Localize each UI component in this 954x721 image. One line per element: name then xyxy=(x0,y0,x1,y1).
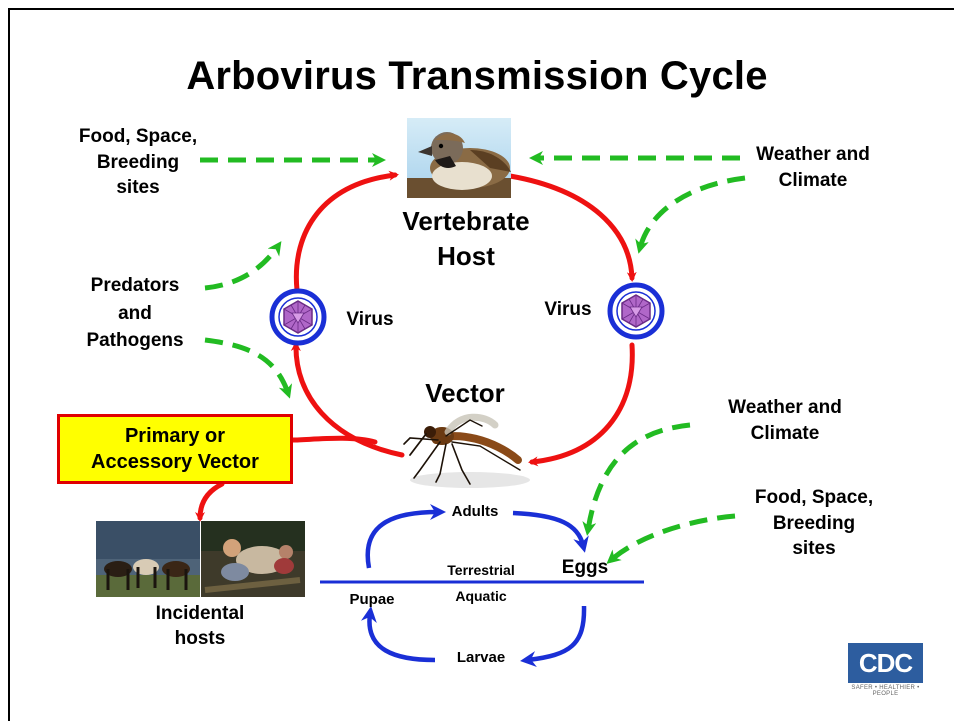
incidental-hosts-line-2: hosts xyxy=(130,627,270,652)
vertebrate-host-line-1: Vertebrate xyxy=(378,204,554,239)
arrow-larvae-to-pupae xyxy=(369,614,435,660)
incidental-hosts-label: Incidental hosts xyxy=(130,602,270,651)
arrow-eggs-to-larvae xyxy=(528,606,584,660)
factor-predators-line-2: and xyxy=(64,300,206,328)
arrow-weather-to-virus xyxy=(640,178,745,248)
arrow-food-to-eggs xyxy=(611,516,735,560)
factor-food-top-left-line-1: Food, Space, xyxy=(50,124,226,150)
vertebrate-host-line-2: Host xyxy=(378,239,554,274)
mosquito-illustration xyxy=(404,417,530,488)
aquatic-label: Aquatic xyxy=(433,587,529,605)
virus-label-left: Virus xyxy=(335,308,405,333)
pupae-label: Pupae xyxy=(337,590,407,610)
arrow-vector-to-callout xyxy=(293,438,375,442)
terrestrial-label: Terrestrial xyxy=(433,561,529,579)
people-photo xyxy=(201,521,305,597)
factor-food-bottom-right: Food, Space, Breeding sites xyxy=(726,485,902,562)
factor-food-top-left: Food, Space, Breeding sites xyxy=(50,124,226,201)
arrow-pupae-to-adults xyxy=(368,512,438,568)
virus-icon xyxy=(272,291,324,343)
arrow-callout-to-incidental xyxy=(200,484,222,518)
factor-weather-top-right: Weather and Climate xyxy=(733,142,893,193)
incidental-hosts-line-1: Incidental xyxy=(130,602,270,627)
factor-weather-top-right-line-2: Climate xyxy=(733,168,893,194)
diagram-title: Arbovirus Transmission Cycle xyxy=(0,52,954,100)
vector-label: Vector xyxy=(405,376,525,411)
factor-predators-line-3: Pathogens xyxy=(64,327,206,355)
eggs-label: Eggs xyxy=(555,556,615,581)
callout-line-1: Primary or xyxy=(125,423,225,449)
factor-food-bottom-right-line-1: Food, Space, xyxy=(726,485,902,511)
cdc-logo: CDC SAFER • HEALTHIER • PEOPLE xyxy=(848,643,923,693)
factor-predators: Predators and Pathogens xyxy=(64,272,206,355)
cdc-logo-text: CDC xyxy=(848,643,923,683)
arrow-predators-to-upper xyxy=(205,246,278,288)
factor-food-top-left-line-3: sites xyxy=(50,175,226,201)
callout-line-2: Accessory Vector xyxy=(91,449,259,475)
blue-lifecycle-arrows xyxy=(368,512,584,660)
factor-weather-mid-right: Weather and Climate xyxy=(705,395,865,446)
virus-icon xyxy=(610,285,662,337)
arrow-virus-to-vector xyxy=(532,345,632,462)
factor-weather-top-right-line-1: Weather and xyxy=(733,142,893,168)
sparrow-photo xyxy=(407,118,511,198)
cdc-logo-tagline: SAFER • HEALTHIER • PEOPLE xyxy=(848,685,923,697)
arrow-pathogens-to-lower xyxy=(205,340,288,393)
arrow-weather-to-eggs xyxy=(588,425,690,530)
arrow-adults-to-eggs xyxy=(513,513,583,545)
horses-photo xyxy=(96,521,200,597)
factor-weather-mid-right-line-2: Climate xyxy=(705,421,865,447)
vertebrate-host-label: Vertebrate Host xyxy=(378,204,554,274)
factor-food-bottom-right-line-2: Breeding xyxy=(726,511,902,537)
factor-weather-mid-right-line-1: Weather and xyxy=(705,395,865,421)
factor-food-top-left-line-2: Breeding xyxy=(50,150,226,176)
primary-accessory-vector-callout: Primary or Accessory Vector xyxy=(57,414,293,484)
virus-label-right: Virus xyxy=(533,298,603,323)
factor-predators-line-1: Predators xyxy=(64,272,206,300)
adults-label: Adults xyxy=(437,502,513,522)
factor-food-bottom-right-line-3: sites xyxy=(726,536,902,562)
larvae-label: Larvae xyxy=(438,648,524,668)
